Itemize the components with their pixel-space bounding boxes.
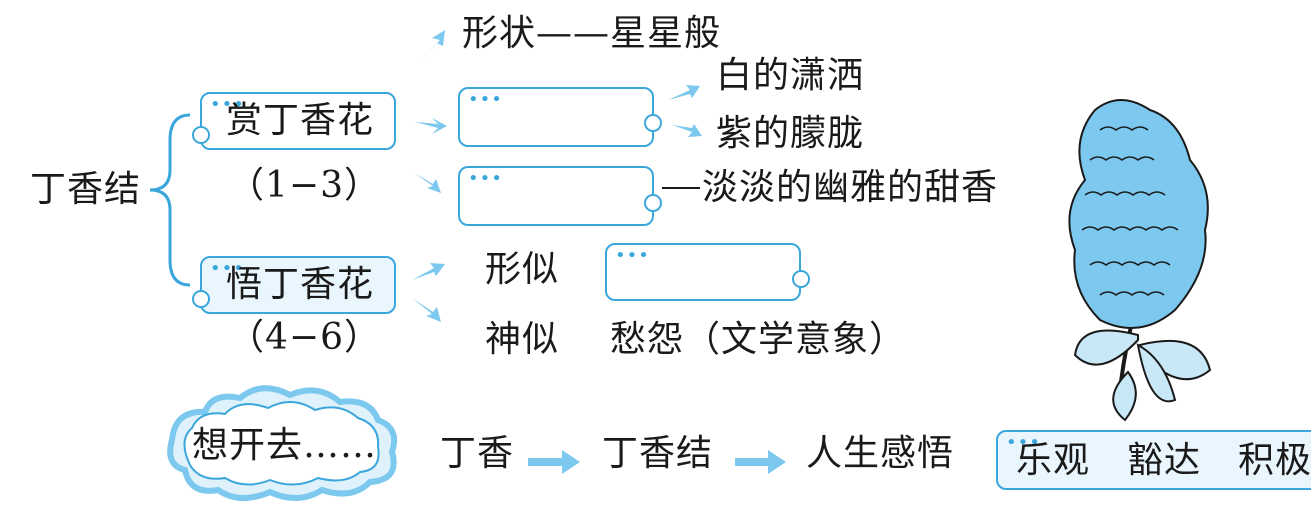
- box-curl-icon: [192, 126, 210, 144]
- cloud-text: 想开去……: [192, 425, 378, 466]
- branch1-label: 赏丁香花: [226, 100, 375, 141]
- box-curl-icon: [644, 114, 662, 132]
- form-answer-box[interactable]: •••: [605, 243, 801, 301]
- branch2-label: 悟丁香花: [226, 264, 375, 305]
- flow-step-lilac-knot: 丁香结: [602, 433, 714, 474]
- box-dots-icon: •••: [468, 168, 503, 189]
- arrow-to-spirit: [412, 298, 441, 322]
- box-dots-icon: •••: [615, 245, 650, 266]
- box-curl-icon: [644, 194, 662, 212]
- color-answer-box[interactable]: •••: [458, 87, 654, 147]
- color-white: 白的潇洒: [716, 55, 865, 96]
- final-answer-box[interactable]: ••• 乐观 豁达 积极: [996, 430, 1311, 490]
- lilac-illustration: [1068, 99, 1212, 422]
- arrow-to-shape: [420, 30, 445, 62]
- shape-line: 形状——星星般: [462, 13, 722, 54]
- main-brace: [149, 113, 191, 287]
- final-text: 乐观 豁达 积极: [1016, 440, 1311, 481]
- box-dots-icon: •••: [468, 89, 503, 110]
- branch1-range: （1−3）: [228, 165, 381, 206]
- flow-step-life-insight: 人生感悟: [806, 433, 955, 474]
- root-label: 丁香结: [30, 169, 142, 210]
- box-dots-icon: •••: [1006, 432, 1041, 453]
- box-dots-icon: •••: [210, 94, 245, 115]
- color-purple: 紫的朦胧: [716, 113, 865, 154]
- box-curl-icon: [192, 290, 210, 308]
- arrow-to-scent-box: [413, 172, 441, 193]
- arrow-flow-1: [528, 450, 580, 474]
- branch2-box: •••: [200, 256, 396, 314]
- arrow-to-form: [412, 263, 445, 280]
- arrow-flow-2: [735, 450, 786, 474]
- spirit-label: 神似: [485, 319, 560, 360]
- scent-text: 淡淡的幽雅的甜香: [702, 167, 999, 208]
- spirit-text: 愁怨（文学意象）: [610, 319, 907, 360]
- arrow-to-purple: [672, 124, 702, 137]
- scent-answer-box[interactable]: •••: [458, 166, 654, 226]
- arrow-to-color-box: [415, 118, 447, 134]
- box-curl-icon: [792, 270, 810, 288]
- box-dots-icon: •••: [210, 258, 245, 279]
- flow-step-lilac: 丁香: [440, 433, 515, 474]
- branch2-range: （4−6）: [228, 317, 381, 358]
- arrow-to-white: [668, 85, 700, 100]
- branch1-box: •••: [200, 92, 396, 150]
- form-label: 形似: [485, 249, 560, 290]
